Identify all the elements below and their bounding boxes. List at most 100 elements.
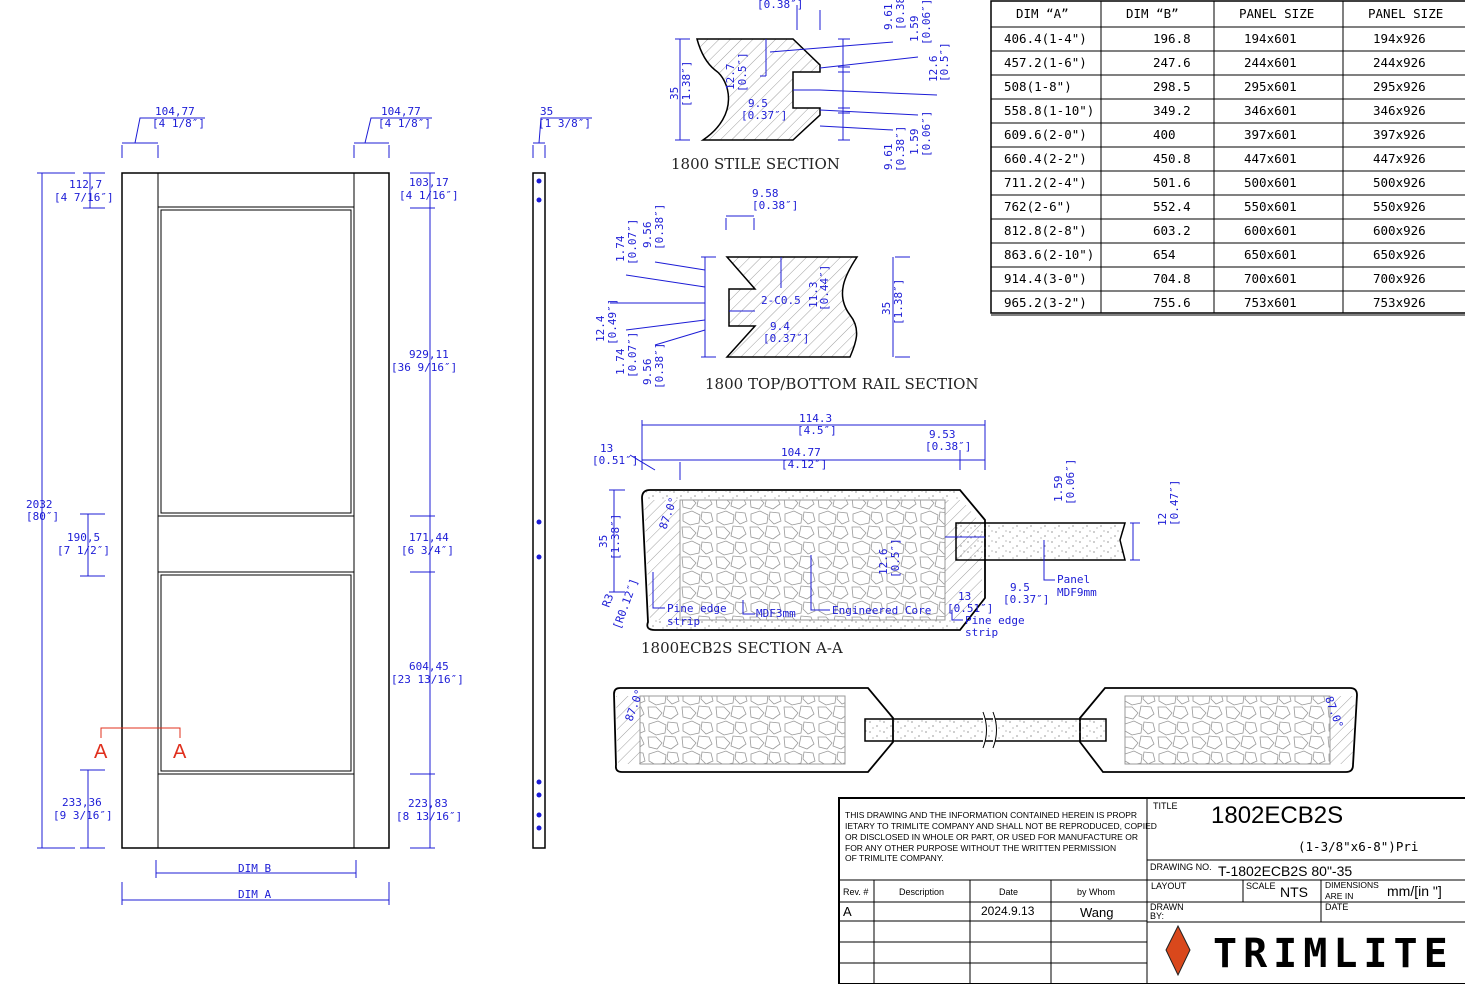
stile-r3-mm: 12.6 <box>927 56 940 83</box>
table-cell: 244x601 <box>1244 55 1297 70</box>
table-cell: 863.6(2-10") <box>1004 247 1094 262</box>
table-cell: 196.8 <box>1153 31 1191 46</box>
rail-l5-in: [0.38″] <box>653 343 666 389</box>
stile-groove-in: [0.37″] <box>741 109 787 122</box>
dim-mid-rail-right-mm: 171,44 <box>409 531 449 544</box>
table-header: PANEL SIZE <box>1239 6 1314 21</box>
table-cell: 650x926 <box>1373 247 1426 262</box>
label-pine-strip-left: strip <box>667 615 700 628</box>
table-cell: 450.8 <box>1153 151 1191 166</box>
table-cell: 447x601 <box>1244 151 1297 166</box>
section-mark-right: A <box>173 741 187 763</box>
door-elevation <box>121 172 390 849</box>
table-cell: 346x926 <box>1373 103 1426 118</box>
table-cell: 654 <box>1153 247 1176 262</box>
rail-l2-in: [0.38″] <box>653 204 666 250</box>
rail-depth-in: [0.44″] <box>818 265 831 311</box>
aa-groove-in: [0.5″] <box>889 538 902 578</box>
dim-upper-panel-mm: 929,11 <box>409 348 449 361</box>
table-cell: 194x926 <box>1373 31 1426 46</box>
aa-edge2-mm: 13 <box>958 590 971 603</box>
table-cell: 349.2 <box>1153 103 1191 118</box>
rail-section: 1800 TOP/BOTTOM RAIL SECTION 9.58 [0.38″… <box>594 187 979 393</box>
table-cell: 550x601 <box>1244 199 1297 214</box>
table-cell: 247.6 <box>1153 55 1191 70</box>
dim-mid-rail-left-in: [7 1/2″] <box>57 544 110 557</box>
trimlite-logo: TRIMLITE <box>1165 924 1448 977</box>
table-cell: 753x926 <box>1373 295 1426 310</box>
door-side-view <box>532 172 546 849</box>
aa-groove-mm: 12.6 <box>877 549 890 576</box>
stile-depth-in: [0.5″] <box>736 52 749 92</box>
section-aa-title: 1800ECB2S SECTION A-A <box>641 639 843 657</box>
stile-top-dim: [0.38″] <box>757 0 803 11</box>
table-cell: 346x601 <box>1244 103 1297 118</box>
aa-stile-in: [4.12″] <box>781 458 827 471</box>
drawing-number: T-1802ECB2S 80"-35 <box>1218 863 1352 879</box>
rail-thick-in: [1.38″] <box>892 279 905 325</box>
dim-bottom-rail-right-mm: 223,83 <box>408 797 448 810</box>
table-cell: 501.6 <box>1153 175 1191 190</box>
section-cut-marker: A A <box>94 727 187 763</box>
stile-r4-mm: 1.59 <box>908 129 921 156</box>
label-engineered-core: Engineered Core <box>832 604 931 617</box>
section-mark-left: A <box>94 741 108 763</box>
rev-number: A <box>843 904 852 919</box>
stile-groove-mm: 9.5 <box>748 97 768 110</box>
dim-mid-rail-right-in: [6 3/4″] <box>401 544 454 557</box>
dimensions-label: DIMENSIONS <box>1325 880 1379 890</box>
dim-top-rail-left-mm: 112,7 <box>69 178 102 191</box>
drawn-by-label-2: BY: <box>1150 911 1164 921</box>
section-a-a: 1800ECB2S SECTION A-A 114.3 [4.5″] 9.53 … <box>592 412 1181 657</box>
table-cell: 558.8(1-10") <box>1004 103 1094 118</box>
stile-thick-mm: 35 <box>668 87 681 100</box>
table-cell: 400 <box>1153 127 1176 142</box>
table-cell: 660.4(2-2") <box>1004 151 1087 166</box>
table-cell: 406.4(1-4") <box>1004 31 1087 46</box>
title-block: THIS DRAWING AND THE INFORMATION CONTAIN… <box>838 797 1465 984</box>
table-cell: 447x926 <box>1373 151 1426 166</box>
table-cell: 650x601 <box>1244 247 1297 262</box>
table-cell: 700x926 <box>1373 271 1426 286</box>
table-cell: 508(1-8") <box>1004 79 1072 94</box>
dim-mid-rail-left-mm: 190,5 <box>67 531 100 544</box>
dim-top-rail-right-in: [4 1/16″] <box>399 189 459 202</box>
elevation-dimension-lines <box>37 117 592 905</box>
stile-r3-in: [0.5″] <box>938 42 951 82</box>
dim-top-rail-left-in: [4 7/16″] <box>54 191 114 204</box>
dim-height-mm: 2032 <box>26 498 53 511</box>
table-cell: 914.4(3-0") <box>1004 271 1087 286</box>
rail-l3-in: [0.49″] <box>606 299 619 345</box>
stile-section-title: 1800 STILE SECTION <box>671 155 840 173</box>
stile-r1-mm: 9.61 <box>882 4 895 31</box>
table-cell: 753x601 <box>1244 295 1297 310</box>
table-cell: 755.6 <box>1153 295 1191 310</box>
aa-tongue-in: [0.38″] <box>925 440 971 453</box>
rail-l1-mm: 1.74 <box>614 235 627 262</box>
stile-r2-mm: 1.59 <box>908 16 921 43</box>
table-cell: 609.6(2-0") <box>1004 127 1087 142</box>
dim-stile-right-in: [4 1/8″] <box>378 117 431 130</box>
rev-date: 2024.9.13 <box>981 904 1035 918</box>
table-cell: 298.5 <box>1153 79 1191 94</box>
table-cell: 552.4 <box>1153 199 1191 214</box>
rail-groove-in: [0.37″] <box>763 332 809 345</box>
dim-a-label: DIM A <box>238 888 271 901</box>
rev-header-by: by Whom <box>1077 887 1115 897</box>
aa-thick-in: [1.38″] <box>609 514 622 560</box>
stile-thick-in: [1.38″] <box>680 61 693 107</box>
table-cell: 295x926 <box>1373 79 1426 94</box>
rev-header-date: Date <box>999 887 1018 897</box>
dim-thickness-mm: 35 <box>540 105 553 118</box>
rev-header-description: Description <box>899 887 944 897</box>
label-pine-strip-right: strip <box>965 626 998 639</box>
rail-l5-mm: 9.56 <box>641 359 654 386</box>
notice-line: IETARY TO TRIMLITE COMPANY AND SHALL NOT… <box>845 821 1157 831</box>
aa-tongue-mm: 9.53 <box>929 428 956 441</box>
stile-r2-in: [0.06″] <box>920 0 933 45</box>
notice-line: THIS DRAWING AND THE INFORMATION CONTAIN… <box>845 810 1137 820</box>
table-header: DIM “B” <box>1126 6 1179 21</box>
title-label: TITLE <box>1153 801 1178 811</box>
dim-bottom-rail-left-mm: 233,36 <box>62 796 102 809</box>
